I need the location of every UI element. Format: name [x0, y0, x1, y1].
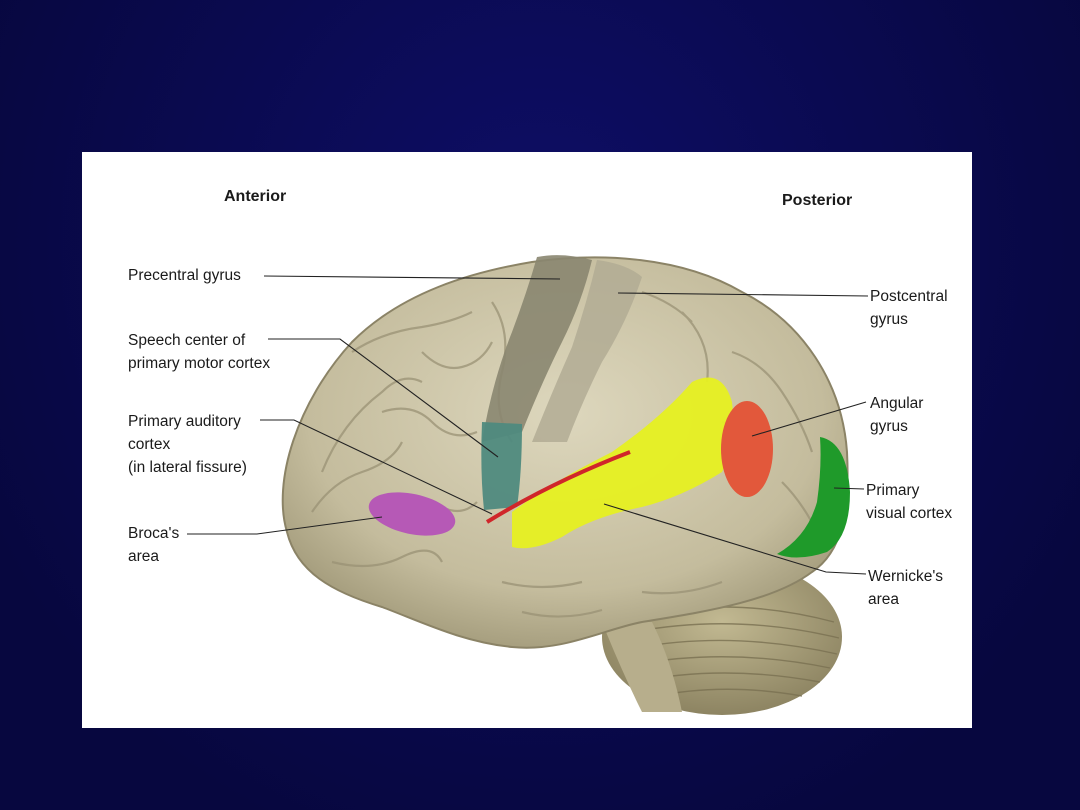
leader-auditory [260, 419, 493, 515]
primary-auditory-cortex-region [485, 450, 631, 524]
precentral-gyrus-region [482, 255, 592, 442]
precentral-gyrus-label: Precentral gyrus [128, 267, 241, 284]
angular-gyrus-region [721, 401, 773, 497]
brocas-area-label: Broca's area [128, 525, 180, 565]
leader-postcentral [617, 292, 869, 297]
primary-visual-cortex-region [777, 437, 850, 558]
brainstem [602, 622, 682, 712]
leader-wernicke [603, 503, 867, 575]
speech-center-region [481, 422, 522, 510]
primary-visual-cortex-label: Primary visual cortex [866, 482, 953, 522]
postcentral-gyrus-region [532, 260, 642, 442]
angular-gyrus-label: Angular gyrus [870, 395, 924, 435]
leader-lines [187, 275, 869, 575]
wernickes-area-region [512, 377, 734, 549]
leader-angular [751, 401, 867, 437]
leader-precentral [263, 275, 561, 280]
primary-auditory-cortex-label: Primary auditory cortex (in lateral fiss… [128, 413, 247, 476]
brocas-area-region [368, 492, 456, 536]
speech-center-label: Speech center of primary motor cortex [128, 332, 271, 372]
leader-speech-center [268, 338, 499, 458]
leader-visual [833, 487, 865, 490]
postcentral-gyrus-label: Postcentral gyrus [870, 288, 948, 328]
anterior-label: Anterior [224, 188, 287, 205]
leader-broca [187, 516, 383, 535]
wernickes-area-label: Wernicke's area [868, 568, 944, 608]
posterior-label: Posterior [782, 192, 853, 209]
brain-diagram [187, 255, 869, 715]
brain-figure-panel: Anterior Posterior Precentral gyrus Spee… [82, 152, 972, 728]
